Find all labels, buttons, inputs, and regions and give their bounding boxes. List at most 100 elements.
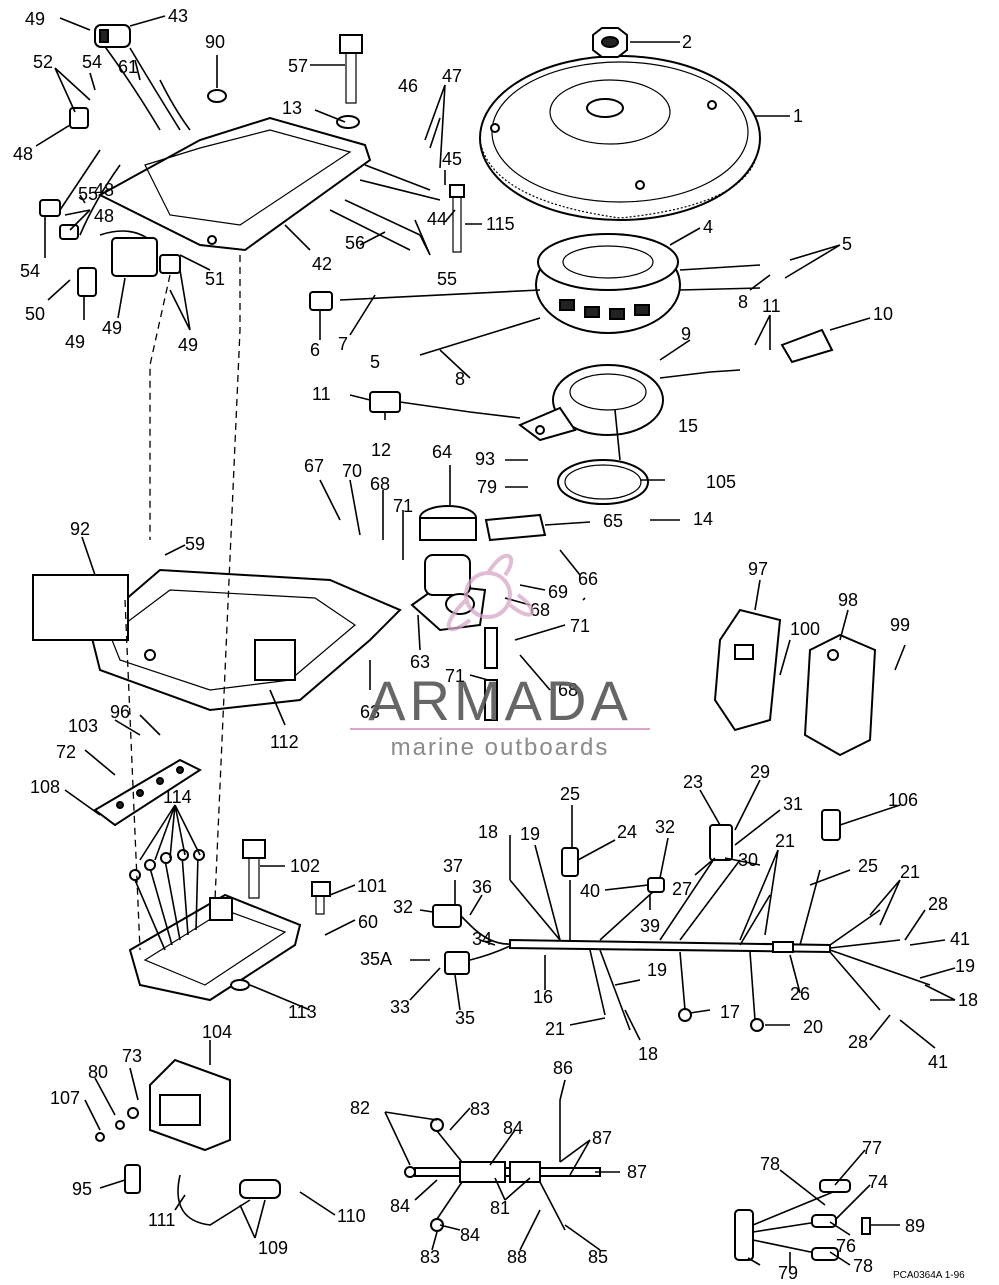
callout-104: 103 [68,716,98,736]
callout-31: 31 [783,794,803,814]
callout-87: 86 [553,1058,573,1078]
emergency-stop-switch [734,1179,871,1261]
callout-115: 114 [163,787,192,807]
callout-48: 48 [94,180,114,200]
callout-67: 66 [578,569,598,589]
callout-71: 71 [393,496,413,516]
stator-connectors [309,264,834,419]
callout-80: 79 [477,477,497,497]
callout-41: 41 [950,929,970,949]
cover-wiring [59,39,441,251]
callout-74: 73 [122,1046,142,1066]
callout-19: 19 [647,960,667,980]
callout-33: 33 [390,997,410,1017]
callout-48: 48 [94,206,114,226]
callout-5: 5 [370,352,380,372]
callout-49: 49 [178,335,198,355]
callout-54: 54 [20,261,40,281]
callout-28: 28 [848,1032,868,1052]
callout-83: 82 [350,1098,370,1118]
callout-48: 48 [13,144,33,164]
callout-47: 47 [442,66,462,86]
callout-40: 40 [580,881,600,901]
callout-64: 63 [410,652,430,672]
callout-10: 10 [873,304,893,324]
flywheel-nut [592,27,628,58]
callout-12: 12 [371,440,391,460]
callout-24: 24 [617,822,637,842]
callout-97: 96 [110,702,130,722]
callout-27: 27 [672,879,692,899]
callout-108: 107 [50,1088,80,1108]
callout-2: 2 [682,32,692,52]
callout-42: 42 [312,254,332,274]
callout-6: 6 [310,340,320,360]
flywheel [479,55,761,221]
callout-39: 39 [640,916,660,936]
callout-9: 9 [681,324,691,344]
callout-106: 105 [706,472,736,492]
watermark-subtitle: marine outboards [390,734,610,761]
callout-61: 60 [358,912,378,932]
solenoid-assembly [410,505,547,721]
callout-84: 84 [390,1196,410,1216]
callout-18: 18 [638,1044,658,1064]
retaining-ring [557,459,649,505]
callout-93: 92 [70,519,90,539]
callout-49: 49 [25,9,45,29]
ignition-mount-plate [88,568,402,712]
callout-21: 21 [775,831,795,851]
callout-89: 88 [507,1247,527,1267]
callout-92: 90 [205,32,225,52]
spark-plug-lead [95,1107,281,1226]
callout-21: 21 [900,862,920,882]
callout-25: 25 [560,784,580,804]
callout-78: 77 [862,1138,882,1158]
callout-8: 8 [455,369,465,389]
callout-114: 113 [288,1002,317,1022]
callout-3: 115 [486,214,515,234]
callout-16: 16 [533,987,553,1007]
callout-63: 63 [360,702,380,722]
callout-14: 14 [693,509,713,529]
callout-11: 11 [312,384,331,404]
regulator [713,608,782,732]
callout-4: 4 [703,217,713,237]
callout-84: 84 [460,1225,480,1245]
callout-72: 71 [445,666,465,686]
callout-28: 28 [928,894,948,914]
callout-103: 102 [290,856,320,876]
decal [32,574,129,641]
callout-56: 55 [437,269,457,289]
callout-11: 11 [762,296,781,316]
callout-68: 67 [304,456,324,476]
callout-112: 111 [148,1210,175,1230]
callout-35: 35 [455,1008,475,1028]
watermark-title: ARMADA [368,669,632,732]
callout-20: 20 [803,1017,823,1037]
timer-base [518,364,664,442]
callout-77: 76 [836,1236,856,1256]
jumper-harness [404,1100,601,1232]
callout-51: 50 [25,304,45,324]
callout-23: 23 [683,772,703,792]
callout-65: 64 [432,442,452,462]
callout-43: 43 [168,6,188,26]
regulator-cover [803,633,877,757]
callout-78: 78 [853,1256,873,1276]
callout-68: 68 [558,680,578,700]
power-pack [128,849,302,1002]
callout-83: 83 [420,1247,440,1267]
callout-5: 5 [842,234,852,254]
callout-55: 55 [78,184,98,204]
callout-labels: 1 2 4 5 5 6 7 8 8 9 10 11 11 12 13 14 15… [13,6,978,1283]
connectors-top-left [39,24,181,297]
callout-71: 71 [570,616,590,636]
callout-18: 18 [478,822,498,842]
callout-88: 87 [592,1128,612,1148]
callout-21: 21 [545,1019,565,1039]
callout-68: 68 [370,474,390,494]
callout-66: 65 [603,511,623,531]
callout-32: 32 [393,897,413,917]
callout-73: 72 [56,742,76,762]
